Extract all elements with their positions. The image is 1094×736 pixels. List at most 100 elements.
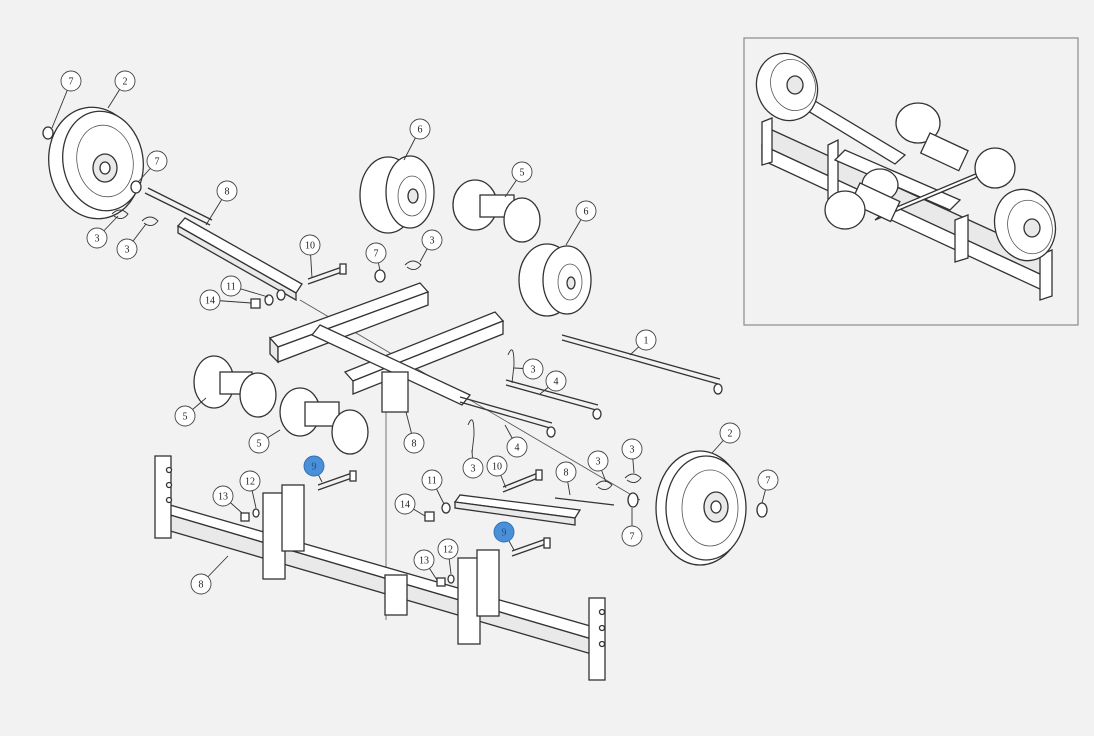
callout-number: 11: [427, 476, 437, 487]
callout-number: 13: [419, 556, 429, 567]
callout-8-8a: 8: [205, 180, 238, 226]
callout-circle: [437, 538, 459, 560]
callout-7-7c: 7: [365, 242, 387, 271]
callout-12-12a: 12: [239, 470, 261, 509]
callout-number: 2: [728, 429, 733, 440]
roller-6-top: [359, 155, 435, 234]
callout-9-9a: 9: [303, 455, 325, 483]
callout-circle: [394, 493, 416, 515]
shaft-4-a: [505, 379, 602, 420]
callout-number: 9: [312, 462, 317, 473]
callout-number: 7: [630, 532, 635, 543]
callout-circle: [506, 436, 528, 458]
callout-number: 7: [374, 249, 379, 260]
callout-circle: [299, 234, 321, 256]
wheel-top-left: [48, 106, 144, 220]
callout-number: 2: [123, 77, 128, 88]
callout-14-14a: 14: [199, 289, 252, 311]
bolt-9-a: [317, 470, 357, 491]
callout-circle: [421, 469, 443, 491]
washer-7-b: [130, 180, 142, 194]
callout-number: 3: [125, 245, 130, 256]
callout-11-11b: 11: [421, 469, 445, 505]
callout-9-9b: 9: [493, 521, 515, 551]
callout-circle: [220, 275, 242, 297]
callout-circle: [511, 161, 533, 183]
washer-7-c: [374, 269, 386, 283]
washer-11-b: [441, 502, 451, 514]
callout-7-7e: 7: [757, 469, 779, 504]
callout-6-6b: 6: [565, 200, 597, 246]
callout-3-3f: 3: [587, 450, 609, 483]
callout-circle: [365, 242, 387, 264]
nut-13-b: [436, 577, 446, 587]
callout-4-4a: 4: [539, 370, 567, 395]
r-clip-3-c: [404, 260, 422, 270]
callout-circle: [555, 461, 577, 483]
callout-14-14b: 14: [394, 493, 426, 517]
callout-circle: [635, 329, 657, 351]
washer-7-d: [627, 492, 639, 508]
r-clip-3-g: [624, 473, 642, 483]
shaft-4-b: [459, 396, 556, 438]
callout-circle: [486, 455, 508, 477]
callout-2-2a: 2: [107, 70, 136, 109]
base-frame: [154, 455, 606, 681]
callout-3-3c: 3: [419, 229, 443, 263]
callout-circle: [719, 422, 741, 444]
r-clip-3-d: [507, 349, 515, 384]
callout-number: 10: [305, 241, 315, 252]
r-clip-3-b: [141, 216, 159, 226]
callout-5-5b: 5: [174, 397, 207, 427]
callout-8-8c: 8: [555, 461, 577, 496]
callout-circle: [462, 457, 484, 479]
bolt-10-b: [502, 469, 543, 493]
callout-3-3g: 3: [621, 438, 643, 474]
nut-14-b: [424, 511, 435, 522]
callout-7-7b: 7: [137, 150, 168, 183]
callout-circle: [146, 150, 168, 172]
callout-12-12b: 12: [437, 538, 459, 575]
callout-circle: [212, 485, 234, 507]
callout-number: 6: [418, 125, 423, 136]
callout-number: 3: [95, 234, 100, 245]
inset-wheel-left: [755, 52, 819, 122]
callout-number: 3: [531, 365, 536, 376]
callout-number: 12: [245, 477, 255, 488]
callout-2-2b: 2: [711, 422, 741, 454]
wheel-lower-right: [655, 450, 747, 566]
callout-number: 8: [412, 439, 417, 450]
callout-circle: [493, 521, 515, 543]
bolt-10-a: [307, 263, 347, 285]
callout-circle: [216, 180, 238, 202]
washer-7-e: [756, 502, 768, 518]
callout-number: 7: [155, 157, 160, 168]
callout-circle: [587, 450, 609, 472]
callout-8-8b: 8: [403, 411, 425, 454]
callout-circle: [621, 438, 643, 460]
callout-11-11a: 11: [220, 275, 269, 298]
r-clip-3-f: [595, 480, 613, 490]
callout-circle: [248, 432, 270, 454]
r-clip-3-a: [111, 209, 129, 219]
callout-number: 7: [69, 77, 74, 88]
callout-circle: [86, 227, 108, 249]
callout-number: 4: [554, 377, 559, 388]
washer-7-a: [42, 126, 54, 140]
callout-3-3a: 3: [86, 215, 119, 249]
callout-3-3e: 3: [462, 449, 484, 479]
callout-circle: [413, 549, 435, 571]
callout-5-5c: 5: [248, 429, 281, 454]
washer-11-a2: [276, 289, 286, 301]
callout-number: 5: [520, 168, 525, 179]
callout-number: 8: [225, 187, 230, 198]
callout-number: 11: [226, 282, 236, 293]
callout-circle: [116, 238, 138, 260]
callout-circle: [199, 289, 221, 311]
callout-circle: [303, 455, 325, 477]
nut-14-a: [250, 298, 261, 309]
callout-3-3b: 3: [116, 223, 147, 260]
callout-7-7d: 7: [621, 508, 643, 547]
callout-number: 14: [400, 500, 410, 511]
